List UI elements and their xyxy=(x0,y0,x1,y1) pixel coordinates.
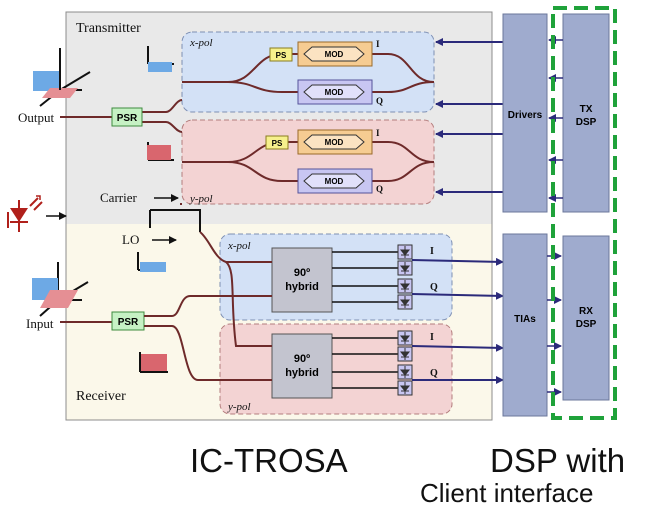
tx-dsp-block: TX DSP xyxy=(562,13,610,213)
rx-ypol-region: y-pol 90º hybrid I Q xyxy=(219,323,453,415)
tx-psr-label: PSR xyxy=(117,113,138,124)
photodiode-icon xyxy=(397,278,413,294)
dsp-boundary xyxy=(551,6,617,420)
tx-x-mod-i-label: MOD xyxy=(325,50,344,59)
rx-dsp-label-2: DSP xyxy=(576,319,597,330)
tx-y-i-label: I xyxy=(376,128,380,138)
pol-axes-icon xyxy=(33,48,91,107)
rx-xpol-region: x-pol 90º hybrid I Q xyxy=(219,233,453,321)
pol-axes-icon xyxy=(147,142,174,161)
rx-psr-label: PSR xyxy=(118,317,139,328)
rx-signal-line xyxy=(411,257,504,266)
tx-y-ps-label: PS xyxy=(272,139,283,148)
laser-diode-icon xyxy=(7,195,43,232)
tx-x-ps-label: PS xyxy=(276,51,287,60)
rx-electrical-bus xyxy=(411,257,504,384)
pol-axes-icon xyxy=(139,352,168,373)
photodiode-icon xyxy=(397,364,413,380)
lo-label: LO xyxy=(122,232,139,247)
tx-electrical-bus xyxy=(435,38,503,196)
rx-x-q-label: Q xyxy=(430,282,438,293)
tx-xpol-label: x-pol xyxy=(189,37,213,49)
tx-x-mod-q-label: MOD xyxy=(325,88,344,97)
rx-y-hybrid-line1: 90º xyxy=(294,353,310,365)
rx-signal-line xyxy=(411,343,504,352)
rx-dsp-block: RX DSP xyxy=(562,235,610,401)
pol-axes-icon xyxy=(137,252,166,272)
tias-block: TIAs xyxy=(502,233,548,417)
rx-xpol-label: x-pol xyxy=(227,240,251,252)
dsp-caption-line1: DSP with xyxy=(490,442,626,479)
photodiode-icon xyxy=(397,380,413,396)
tx-dsp-label-2: DSP xyxy=(576,117,597,128)
carrier-label: Carrier xyxy=(100,190,137,205)
tx-y-mod-i-label: MOD xyxy=(325,138,344,147)
rx-signal-line xyxy=(411,291,504,300)
pol-axes-icon xyxy=(147,46,174,72)
rx-x-outputs xyxy=(332,244,413,310)
tx-y-mod-q-label: MOD xyxy=(325,177,344,186)
photodiode-icon xyxy=(397,294,413,310)
rx-psr: PSR xyxy=(60,203,272,381)
rx-dsp-label-1: RX xyxy=(579,306,593,317)
rx-x-i-label: I xyxy=(430,246,434,257)
tx-psr: PSR xyxy=(60,99,183,133)
drivers-label: Drivers xyxy=(508,110,543,121)
pol-axes-icon xyxy=(32,262,89,317)
tias-label: TIAs xyxy=(514,314,536,325)
input-label: Input xyxy=(26,316,54,331)
rx-y-outputs xyxy=(332,330,413,396)
tx-xpol-region: x-pol PS MOD MOD I Q xyxy=(181,31,435,113)
drivers-block: Drivers xyxy=(502,13,548,213)
tx-dsp-label-1: TX xyxy=(580,104,593,115)
tx-x-i-label: I xyxy=(376,39,380,49)
rx-y-i-label: I xyxy=(430,332,434,343)
rx-ypol-label: y-pol xyxy=(227,401,251,413)
trosa-caption: IC-TROSA xyxy=(190,442,348,479)
receiver-title: Receiver xyxy=(76,389,126,404)
tx-x-q-label: Q xyxy=(376,96,383,106)
dsp-caption-line2: Client interface xyxy=(420,478,594,508)
photodiode-icon xyxy=(397,330,413,346)
photodiode-icon xyxy=(397,346,413,362)
rx-y-q-label: Q xyxy=(430,368,438,379)
tx-y-q-label: Q xyxy=(376,184,383,194)
transmitter-title: Transmitter xyxy=(76,21,141,36)
rx-x-hybrid-line2: hybrid xyxy=(285,281,319,293)
tx-ypol-label: y-pol xyxy=(189,193,213,205)
photodiode-icon xyxy=(397,244,413,260)
tx-ypol-region: y-pol PS MOD MOD I Q xyxy=(181,119,435,205)
output-label: Output xyxy=(18,110,55,125)
rx-y-hybrid-line2: hybrid xyxy=(285,367,319,379)
photodiode-icon xyxy=(397,260,413,276)
rx-x-hybrid-line1: 90º xyxy=(294,267,310,279)
